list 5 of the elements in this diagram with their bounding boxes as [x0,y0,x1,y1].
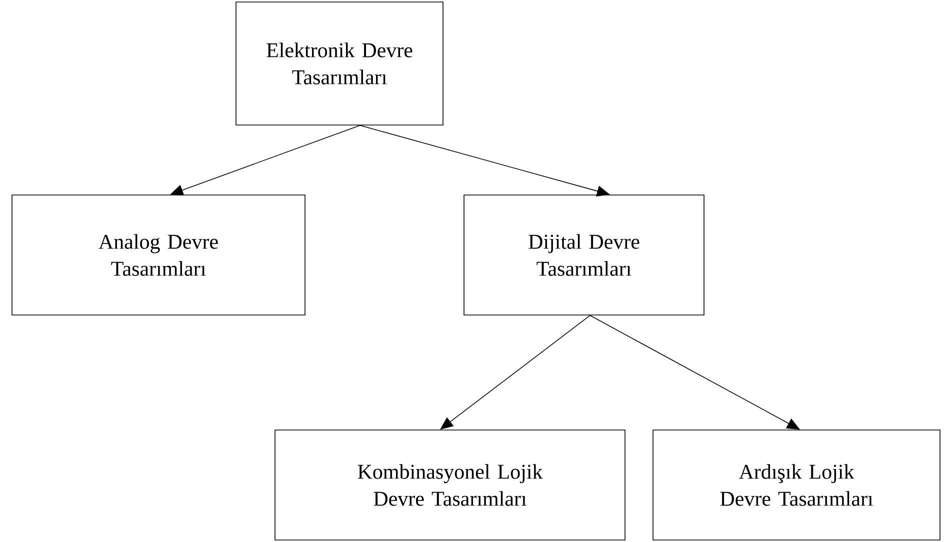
process-box: Kombinasyonel Lojik Devre Tasarımları [274,430,626,540]
process-box: Dijital Devre Tasarımları [464,194,704,316]
process-box: Ardışık Lojik Devre Tasarımları [652,430,940,540]
process-box: Elektronik Devre Tasarımları [236,2,444,126]
process-box: Analog Devre Tasarımları [12,194,306,316]
